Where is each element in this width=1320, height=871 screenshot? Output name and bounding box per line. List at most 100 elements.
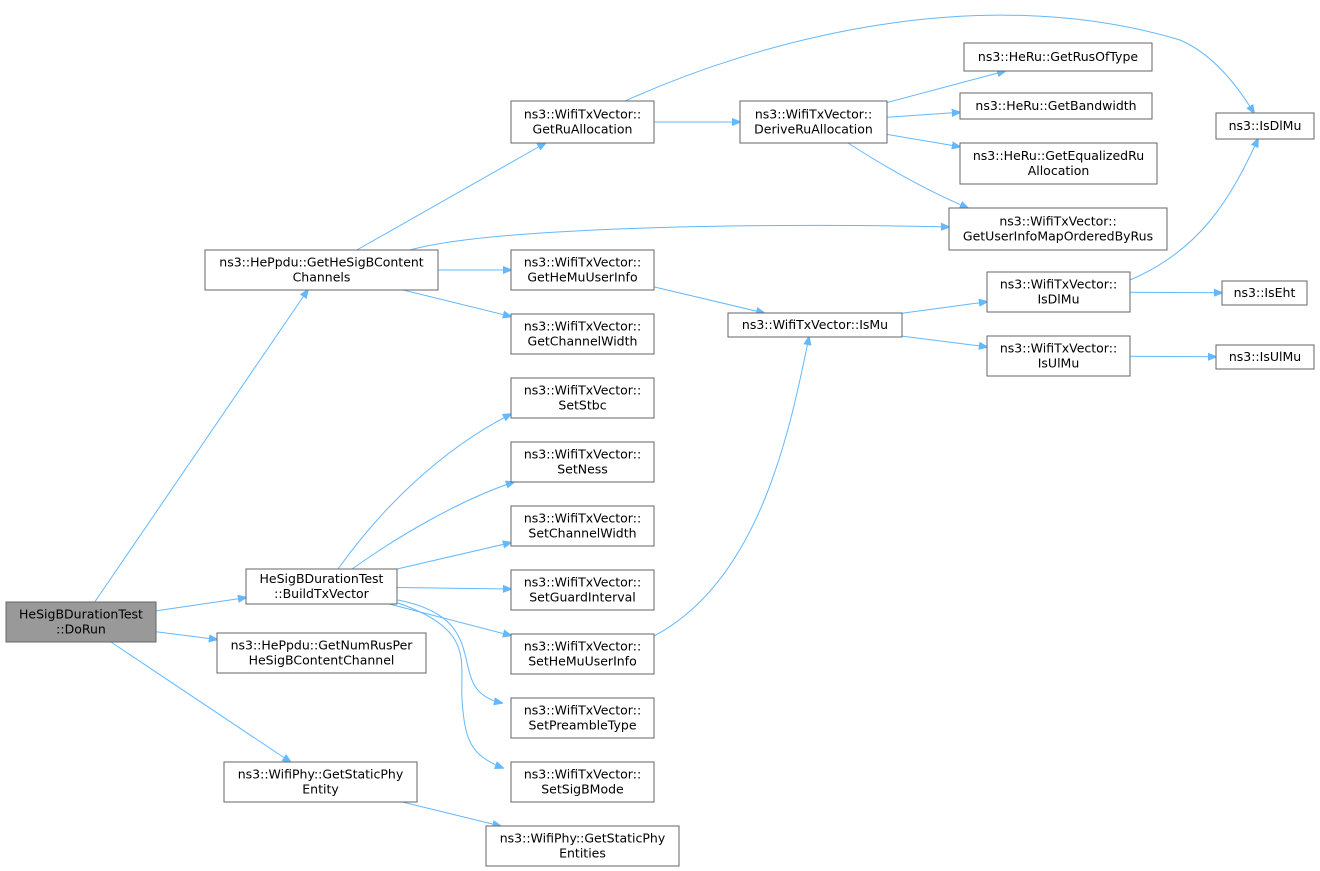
node-box[interactable]: [216, 632, 427, 674]
node-isDlMu[interactable]: ns3::IsDlMu: [1215, 112, 1315, 140]
node-label-line: SetPreambleType: [528, 718, 636, 733]
edge-deriveRuAllocation-to-getRusOfType: [886, 71, 1005, 103]
node-box[interactable]: [510, 377, 655, 419]
edge-line: [155, 631, 217, 640]
node-setHeMuUserInfo[interactable]: ns3::WifiTxVector::SetHeMuUserInfo: [510, 633, 655, 675]
node-label-line: ns3::WifiTxVector::: [524, 511, 641, 526]
node-box[interactable]: [204, 249, 439, 291]
node-label-line: GetRuAllocation: [533, 122, 633, 137]
node-label-line: ns3::WifiTxVector::: [524, 107, 641, 122]
edge-line: [901, 302, 987, 314]
edge-dorun-to-buildTxVector: [155, 598, 246, 612]
node-setNess[interactable]: ns3::WifiTxVector::SetNess: [510, 441, 655, 483]
node-getRusOfType[interactable]: ns3::HeRu::GetRusOfType: [963, 42, 1153, 72]
node-getUserInfoMapOrderedByRus[interactable]: ns3::WifiTxVector::GetUserInfoMapOrdered…: [948, 207, 1168, 251]
node-box[interactable]: [1215, 112, 1315, 140]
edge-line: [397, 602, 503, 768]
node-isUlMu[interactable]: ns3::IsUlMu: [1215, 344, 1315, 370]
node-dorun[interactable]: HeSigBDurationTest::DoRun: [5, 601, 157, 643]
node-label-line: ns3::WifiPhy::GetStaticPhy: [500, 831, 666, 846]
node-box[interactable]: [963, 42, 1153, 72]
node-label-line: DeriveRuAllocation: [754, 122, 873, 137]
node-label-line: ns3::WifiTxVector::: [524, 575, 641, 590]
edge-buildTxVector-to-setGuardInterval: [396, 588, 511, 590]
node-buildTxVector[interactable]: HeSigBDurationTest::BuildTxVector: [245, 568, 398, 605]
edge-buildTxVector-to-setNess: [351, 482, 514, 570]
node-box[interactable]: [485, 825, 680, 867]
node-box[interactable]: [948, 207, 1168, 251]
node-box[interactable]: [959, 142, 1158, 185]
node-box[interactable]: [1215, 344, 1315, 370]
edge-line: [624, 14, 1254, 113]
node-setStbc[interactable]: ns3::WifiTxVector::SetStbc: [510, 377, 655, 419]
edge-dorun-to-getStaticPhyEntity: [110, 641, 291, 762]
node-box[interactable]: [510, 505, 655, 547]
node-label-line: IsDlMu: [1037, 292, 1079, 307]
node-box[interactable]: [245, 568, 398, 605]
node-label-line: SetStbc: [558, 398, 606, 413]
node-box[interactable]: [510, 697, 655, 739]
node-setChannelWidth[interactable]: ns3::WifiTxVector::SetChannelWidth: [510, 505, 655, 547]
node-label-line: ns3::WifiTxVector::: [999, 214, 1116, 229]
node-box[interactable]: [727, 312, 903, 338]
node-label-line: ns3::HeRu::GetRusOfType: [978, 49, 1138, 64]
node-box[interactable]: [959, 92, 1153, 120]
node-box[interactable]: [223, 761, 418, 803]
edge-line: [886, 71, 1005, 103]
node-box[interactable]: [986, 271, 1131, 313]
edge-isDlMuVec-to-isDlMu: [1129, 139, 1258, 281]
edge-line: [351, 482, 514, 570]
node-getHeMuUserInfo[interactable]: ns3::WifiTxVector::GetHeMuUserInfo: [510, 249, 655, 291]
node-box[interactable]: [986, 335, 1131, 377]
node-box[interactable]: [739, 100, 888, 144]
node-box[interactable]: [510, 633, 655, 675]
edge-line: [402, 801, 500, 826]
node-box[interactable]: [510, 569, 655, 611]
node-getNumRusPer[interactable]: ns3::HePpdu::GetNumRusPerHeSigBContentCh…: [216, 632, 427, 674]
node-box[interactable]: [510, 441, 655, 483]
node-label-line: HeSigBDurationTest: [260, 571, 384, 586]
edge-line: [396, 588, 511, 590]
node-getChannelWidth[interactable]: ns3::WifiTxVector::GetChannelWidth: [510, 313, 655, 355]
node-box[interactable]: [5, 601, 157, 643]
node-label-line: Allocation: [1028, 163, 1090, 178]
node-deriveRuAllocation[interactable]: ns3::WifiTxVector::DeriveRuAllocation: [739, 100, 888, 144]
edge-line: [402, 289, 511, 317]
edge-line: [389, 603, 511, 636]
node-isUlMuVec[interactable]: ns3::WifiTxVector::IsUlMu: [986, 335, 1131, 377]
node-box[interactable]: [1221, 280, 1308, 306]
node-label-line: ns3::WifiTxVector::: [524, 255, 641, 270]
node-setPreambleType[interactable]: ns3::WifiTxVector::SetPreambleType: [510, 697, 655, 739]
edge-getStaticPhyEntity-to-getStaticPhyEntities: [402, 801, 500, 826]
edge-getHeSigBContentChannels-to-getChannelWidth: [402, 289, 511, 317]
node-isMu[interactable]: ns3::WifiTxVector::IsMu: [727, 312, 903, 338]
node-getRuAllocation[interactable]: ns3::WifiTxVector::GetRuAllocation: [510, 100, 655, 144]
edge-line: [653, 337, 809, 637]
node-isEht[interactable]: ns3::IsEht: [1221, 280, 1308, 306]
node-label-line: IsUlMu: [1038, 356, 1080, 371]
node-label-line: HeSigBContentChannel: [249, 653, 395, 668]
node-setGuardInterval[interactable]: ns3::WifiTxVector::SetGuardInterval: [510, 569, 655, 611]
node-label-line: ns3::WifiTxVector::IsMu: [742, 317, 888, 332]
node-box[interactable]: [510, 313, 655, 355]
edge-line: [155, 598, 246, 612]
edge-getHeSigBContentChannels-to-getRuAllocation: [356, 143, 546, 251]
edge-deriveRuAllocation-to-getUserInfoMapOrderedByRus: [847, 142, 968, 208]
node-label-line: ns3::WifiTxVector::: [1000, 341, 1117, 356]
node-box[interactable]: [510, 100, 655, 144]
edge-buildTxVector-to-setHeMuUserInfo: [389, 603, 511, 636]
edge-line: [901, 335, 987, 347]
node-box[interactable]: [510, 761, 655, 803]
node-setSigBMode[interactable]: ns3::WifiTxVector::SetSigBMode: [510, 761, 655, 803]
node-box[interactable]: [510, 249, 655, 291]
node-getBandwidth[interactable]: ns3::HeRu::GetBandwidth: [959, 92, 1153, 120]
edge-deriveRuAllocation-to-getEqualizedRuAllocation: [886, 133, 960, 146]
node-isDlMuVec[interactable]: ns3::WifiTxVector::IsDlMu: [986, 271, 1131, 313]
node-label-line: Entity: [302, 782, 339, 797]
edge-line: [653, 286, 764, 313]
